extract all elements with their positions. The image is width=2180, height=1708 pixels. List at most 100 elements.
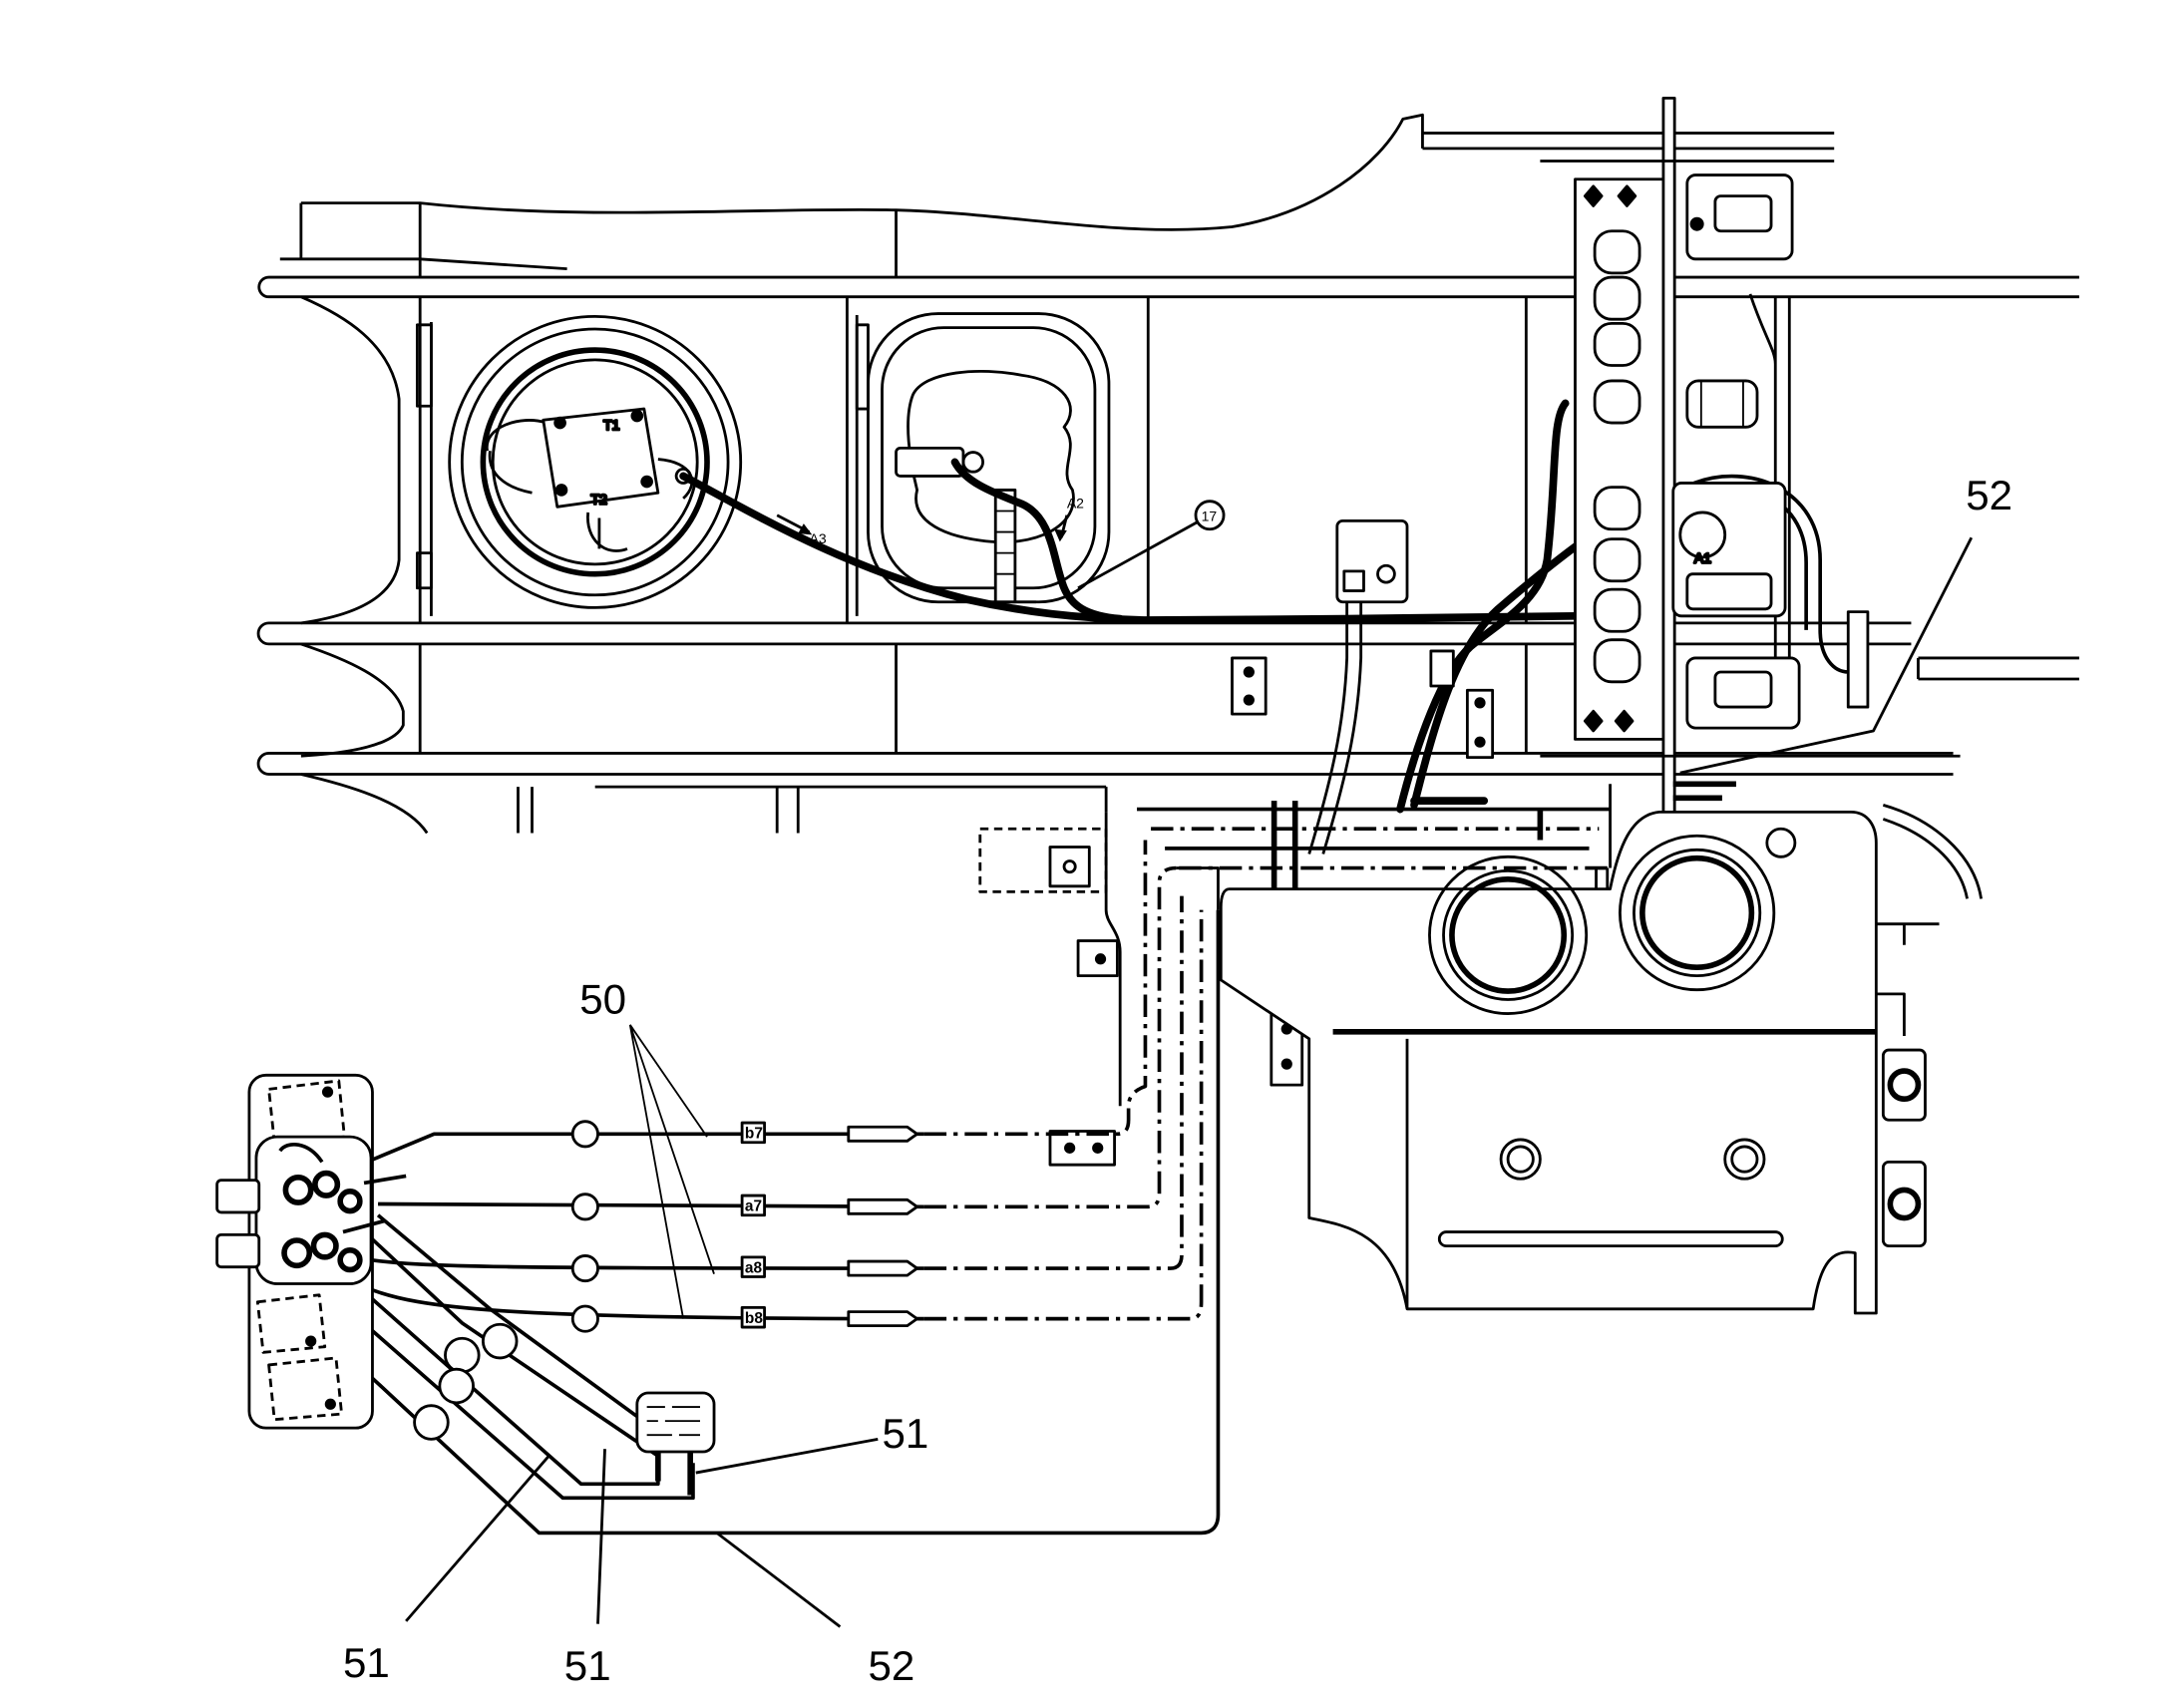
disk-bearing-inner [491,358,699,566]
tank-plug-left-inner [1506,1145,1535,1174]
leader-52-bottom [715,1532,842,1628]
tag-ref-17: 17 [1202,508,1218,523]
hose-from-switch [1307,601,1363,854]
pump-unit-upper [1881,1048,1927,1122]
frame-top-contour [300,113,1835,231]
valve-fitting [282,1175,314,1205]
disk-outer-rim [448,314,743,609]
hose-b8-dashdot [923,909,1204,1321]
tag-t2: T2 [590,492,607,508]
housing-cylinder [993,489,1017,604]
pump-unit-lower [1881,1160,1927,1248]
frame-top-inner-line [1421,133,1835,151]
hose-clamp [438,1367,475,1405]
tank-port-right-mid [1633,848,1762,978]
tag-a3: A3 [810,530,827,546]
hose-a8-dashdot [923,895,1184,1270]
hose-b8 [366,1286,924,1321]
fitting [847,1197,919,1215]
plate-marker [1617,184,1637,207]
tank-port-left-mid [1442,868,1575,1001]
rotary-disk: T1 T2 [448,314,743,609]
perforated-plate [1574,177,1675,741]
tank-port-left-inner [1449,875,1568,994]
bracket-bolt [1064,1142,1076,1154]
fitting [847,1259,919,1277]
upper-valve-spool [1713,194,1773,233]
hose-a7 [378,1201,924,1209]
hose-51-middle [334,1265,660,1487]
valve-fitting [337,1189,363,1214]
harness-clamps [1271,801,1544,896]
fitting [847,1310,919,1328]
plate-port [1593,587,1641,633]
arrow-a3-head [798,523,813,535]
upper-valve-port [1689,216,1704,231]
center-valve-block [1671,482,1787,618]
hose-tag-box [740,1121,766,1145]
left-yoke-lower [300,642,405,758]
cover-bolt [324,1398,336,1410]
cover-bolt [321,1086,334,1098]
bracket-bolt [1280,1058,1292,1070]
switch-box-lug [1342,569,1365,592]
housing-inner [881,326,1097,590]
bracket-plate-g [1048,1130,1116,1167]
hose-marker [570,1304,599,1333]
plate-marker [1614,709,1635,733]
leader-51-center [596,1449,606,1624]
tank-port-left-outer [1428,854,1589,1015]
left-yoke-upper [300,295,401,625]
hose-tag-box [740,1305,766,1329]
fitting [847,1125,919,1143]
panel-spine-bar [1661,96,1676,814]
plate-marker [1583,709,1604,733]
tag-a1: A1 [1694,549,1711,565]
valve-cover-bottom [267,1356,343,1422]
plate-bolt [554,484,568,497]
tank-housing [867,312,1111,604]
leader-52-right [1679,536,1974,775]
tank-small-port [1765,827,1797,858]
hose-tag-a7: a7 [745,1198,762,1215]
bracket-bolt [1062,859,1077,874]
ref-17-circle [1194,500,1226,531]
harness-bundle [1137,784,1612,980]
callout-52-bottom: 52 [868,1642,914,1689]
frame-left-block [299,202,898,278]
bracket-plate-e [1076,939,1119,978]
hose-b7-dashdot [923,840,1148,1137]
callout-51-left: 51 [343,1639,390,1686]
tank-port-right-inner [1639,854,1755,971]
valve-panel: A1 [1540,96,1961,814]
frame-top-lip [279,257,567,271]
solenoid-ribs [1699,380,1744,428]
plate-port [1593,275,1641,321]
plate-bolt [553,416,566,430]
upper-frame [256,113,2079,835]
tank-slot [1437,1230,1784,1248]
frame-brackets [978,518,1870,1167]
callout-50: 50 [579,976,626,1023]
plate-port [1593,229,1641,275]
left-column-plate-bottom [415,551,433,590]
leader-50 [628,1024,715,1319]
hose-marker [570,1193,599,1221]
cable-from-housing [950,458,1125,623]
dashed-bracket-plate [1048,846,1091,888]
valve-port-lower [215,1232,261,1269]
disk-mount-plate [542,407,660,509]
tank-plug-right [1723,1138,1766,1181]
cylinder-rings [995,510,1015,575]
top-flange [257,275,2079,299]
panel-cross-bar [1540,160,1961,758]
arrow-a2-head [1054,528,1067,542]
callout-51-right: 51 [883,1410,929,1457]
box-column-plate [855,323,870,411]
valve-port-upper [215,1179,261,1214]
tag-a2: A2 [1067,496,1084,512]
hose-marker [570,1254,599,1283]
valve-fitting [281,1237,313,1269]
left-column-plate-top [415,323,433,408]
